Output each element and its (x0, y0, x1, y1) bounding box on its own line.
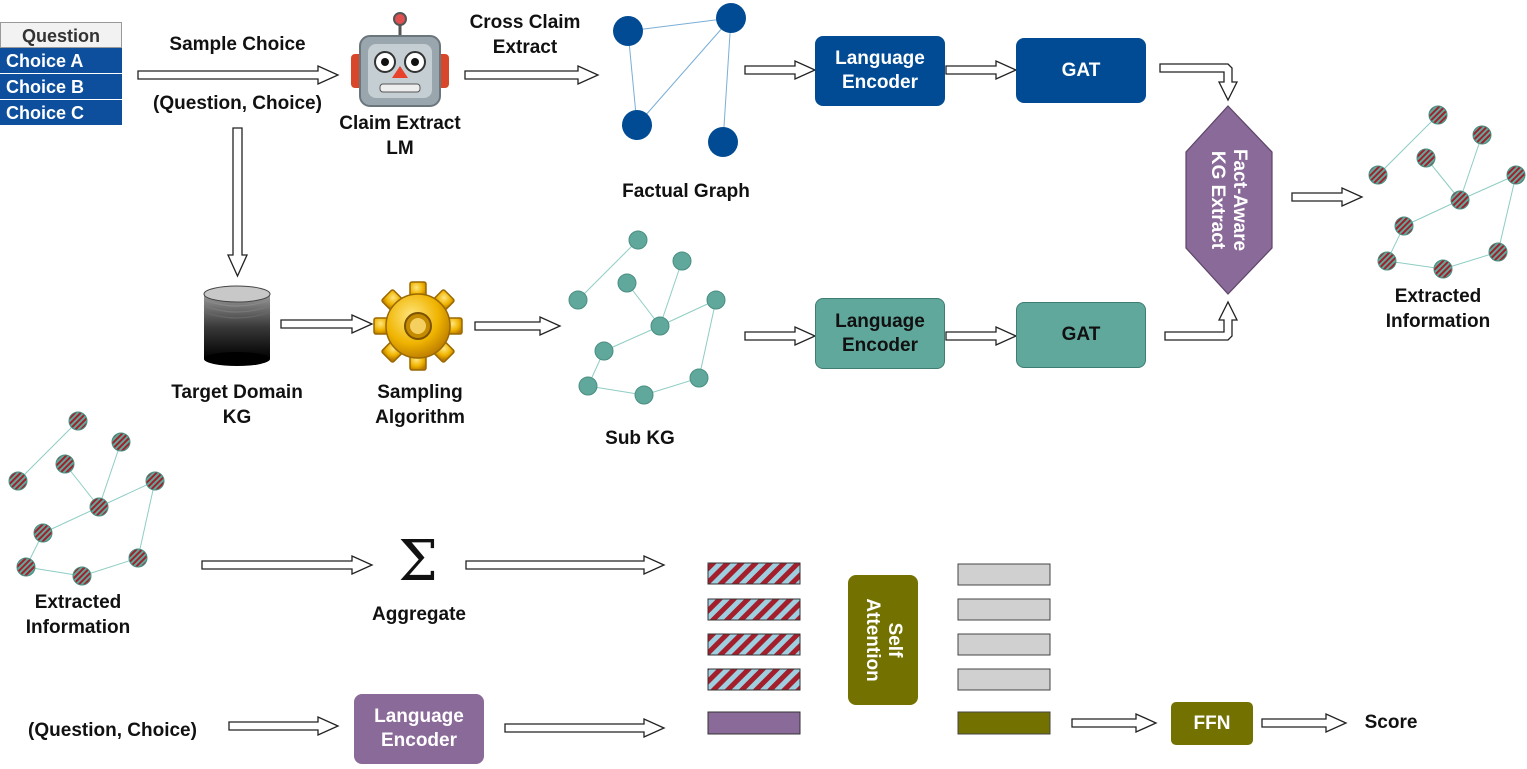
arrow-down-db (226, 127, 249, 278)
le-top-line1: Language (835, 48, 925, 69)
question-table: Question Choice A Choice B Choice C (0, 22, 122, 126)
cross-claim-line2: Extract (492, 37, 558, 58)
le-mid-line2: Encoder (841, 334, 918, 356)
hatched-bar (707, 598, 801, 621)
choice-c: Choice C (0, 100, 122, 126)
database-icon (203, 285, 271, 366)
sub-kg-label: Sub KG (605, 428, 675, 449)
cross-claim-line1: Cross Claim (469, 12, 581, 33)
sample-choice-label: Sample Choice (169, 34, 306, 55)
extracted-left-line1: Extracted (34, 592, 122, 613)
purple-bar (707, 711, 801, 735)
arrow-gat-mid-hex (1164, 300, 1239, 341)
aggregate-label: Aggregate (372, 604, 466, 625)
arrow-cross-claim (464, 64, 600, 86)
sub-kg-graph (568, 230, 726, 405)
cross-claim-extract-label: Cross Claim Extract (455, 10, 595, 60)
hatched-bar (707, 562, 801, 585)
sampling-algorithm-label: Sampling Algorithm (355, 380, 485, 430)
olive-bar (957, 711, 1051, 735)
extracted-right-line1: Extracted (1394, 286, 1482, 307)
claim-extract-lm-label: Claim Extract LM (320, 111, 480, 161)
claim-extract-line1: Claim Extract (339, 113, 461, 134)
factual-graph (613, 3, 746, 157)
gear-icon (373, 281, 463, 371)
gray-bar (957, 563, 1051, 586)
arrow-gat-top-hex (1159, 63, 1239, 102)
arrows (137, 59, 1364, 739)
arrow-db-gear (280, 313, 374, 335)
arrow-bar-ffn (1071, 712, 1158, 734)
extracted-graph-right (1368, 105, 1526, 279)
arrow-extracted-sigma (201, 554, 374, 576)
gray-bar (957, 598, 1051, 621)
target-domain-kg-label: Target Domain KG (152, 380, 322, 430)
arrow-sigma-bars (465, 554, 666, 576)
arrow-fg-le (744, 59, 817, 81)
le-mid-line1: Language (835, 310, 925, 332)
extracted-info-left-label: Extracted Information (8, 590, 148, 640)
extracted-graph-left (8, 411, 165, 586)
arrow-ffn-score (1261, 712, 1348, 734)
ffn-box: FFN (1171, 702, 1253, 745)
sampling-line1: Sampling (377, 382, 463, 403)
score-label: Score (1364, 712, 1418, 733)
le-top-line2: Encoder (841, 72, 918, 93)
self-attention-line2: Attention (862, 598, 883, 682)
arrow-qc-le (228, 715, 340, 737)
question-choice-top-label: (Question, Choice) (153, 93, 322, 114)
le-bottom-line2: Encoder (380, 730, 457, 751)
extracted-left-line2: Information (25, 617, 131, 638)
output-bars (957, 563, 1051, 735)
fact-aware-line1: Fact-Aware (1229, 148, 1250, 252)
factual-graph-label: Factual Graph (622, 181, 750, 202)
gray-bar (957, 668, 1051, 691)
arrow-gear-subkg (474, 315, 562, 337)
choice-b: Choice B (0, 74, 122, 100)
hatched-bars (707, 562, 801, 735)
target-domain-line2: KG (222, 407, 252, 428)
sigma-icon: Σ (398, 529, 438, 594)
question-choice-bottom-label: (Question, Choice) (28, 720, 197, 741)
sampling-line2: Algorithm (375, 407, 465, 428)
hatched-bar (707, 668, 801, 691)
question-header: Question (0, 22, 122, 48)
extracted-info-right-label: Extracted Information (1368, 284, 1508, 334)
arrow-subkg-le (744, 325, 817, 347)
gat-top: GAT (1016, 38, 1146, 103)
choice-a: Choice A (0, 48, 122, 74)
robot-icon (351, 12, 449, 107)
gat-mid: GAT (1016, 302, 1146, 368)
arrow-le-gat-top (945, 59, 1018, 81)
arrow-le-bars (504, 717, 666, 739)
fact-aware-line2: KG Extract (1207, 150, 1228, 250)
arrow-sample-choice (137, 64, 340, 86)
hatched-bar (707, 633, 801, 656)
self-attention-line1: Self (884, 622, 905, 658)
le-bottom-line1: Language (374, 706, 464, 727)
gray-bar (957, 633, 1051, 656)
arrow-le-gat-mid (945, 325, 1018, 347)
claim-extract-line2: LM (386, 138, 414, 159)
target-domain-line1: Target Domain (171, 382, 303, 403)
extracted-right-line2: Information (1385, 311, 1491, 332)
arrow-hex-extracted (1291, 186, 1364, 208)
self-attention-box (848, 575, 918, 705)
fact-aware-hexagon (1185, 105, 1273, 295)
